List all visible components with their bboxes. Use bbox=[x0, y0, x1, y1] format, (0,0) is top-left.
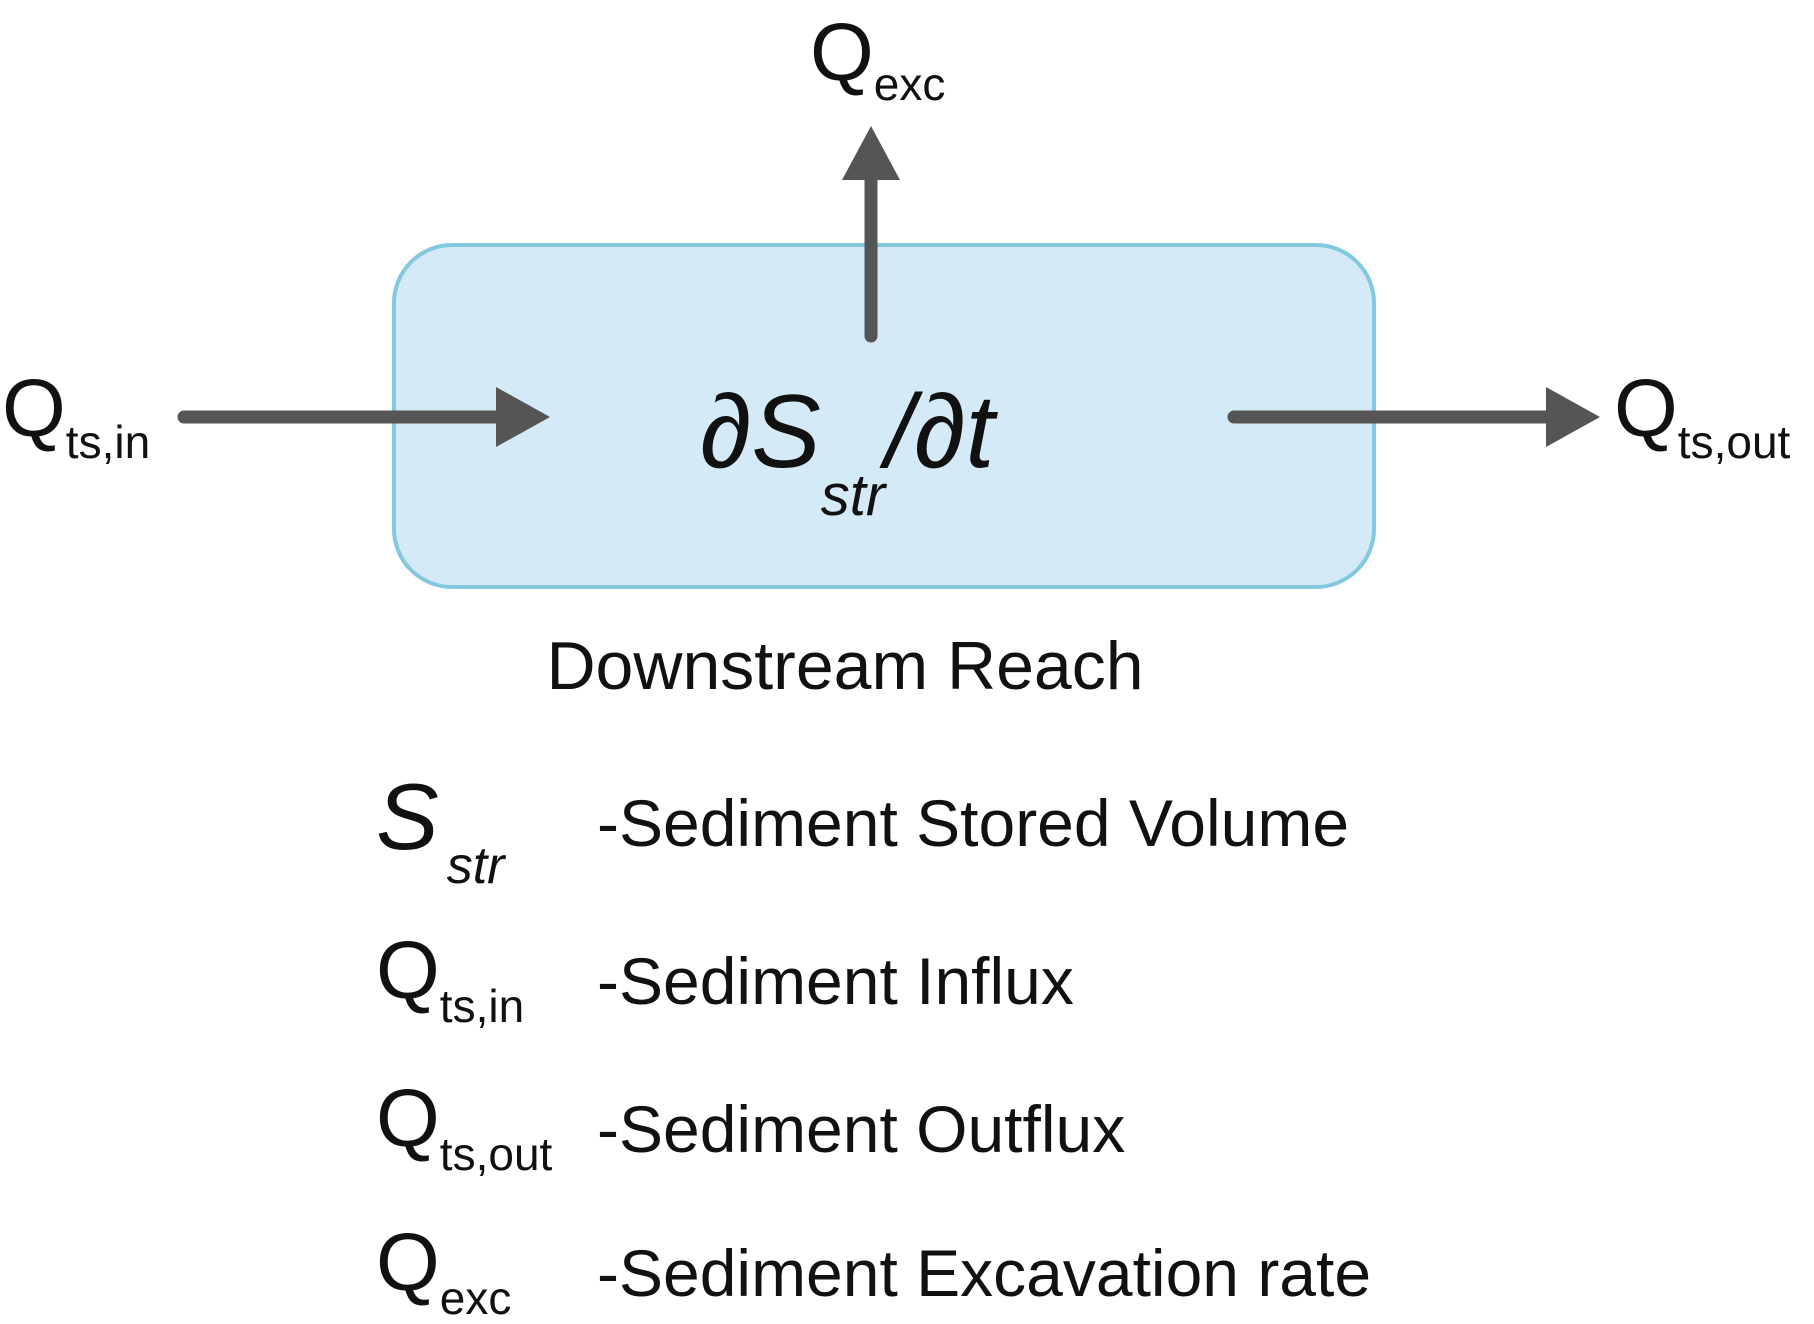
formula-subscript: str bbox=[820, 463, 886, 528]
inflow-arrowhead bbox=[496, 387, 550, 447]
legend-symbol-outflux: Qts,out bbox=[376, 1078, 552, 1178]
legend-symbol-excavation-main: Q bbox=[376, 1217, 440, 1308]
reach-caption: Downstream Reach bbox=[546, 628, 1144, 704]
legend-symbol-excavation-sub: exc bbox=[439, 1272, 512, 1324]
excavation-label: Qexc bbox=[810, 12, 945, 108]
legend-symbol-influx-main: Q bbox=[376, 925, 440, 1016]
outflow-subscript: ts,out bbox=[1677, 416, 1791, 468]
legend-symbol-storage-sub: str bbox=[446, 837, 505, 895]
legend-symbol-outflux-sub: ts,out bbox=[439, 1128, 553, 1180]
inflow-subscript: ts,in bbox=[65, 416, 151, 468]
inflow-symbol: Q bbox=[2, 363, 66, 454]
legend-symbol-influx-sub: ts,in bbox=[439, 980, 525, 1032]
outflow-symbol: Q bbox=[1614, 363, 1678, 454]
legend-desc-influx: -Sediment Influx bbox=[597, 944, 1074, 1018]
storage-change-formula: ∂Sstr/∂t bbox=[700, 380, 994, 525]
legend-symbol-influx: Qts,in bbox=[376, 930, 524, 1030]
outflow-arrowhead bbox=[1546, 387, 1600, 447]
formula-main: ∂S bbox=[700, 374, 821, 490]
formula-tail: /∂t bbox=[885, 374, 995, 490]
inflow-label: Qts,in bbox=[2, 368, 150, 466]
downstream-reach-box bbox=[392, 243, 1376, 589]
legend-symbol-outflux-main: Q bbox=[376, 1073, 440, 1164]
legend-symbol-excavation: Qexc bbox=[376, 1222, 511, 1322]
legend-symbol-storage-main: S bbox=[376, 764, 439, 869]
legend-desc-storage: -Sediment Stored Volume bbox=[597, 786, 1350, 860]
legend-desc-outflux: -Sediment Outflux bbox=[597, 1092, 1126, 1166]
outflow-label: Qts,out bbox=[1614, 368, 1790, 466]
excavation-arrowhead bbox=[842, 126, 900, 180]
legend-desc-excavation: -Sediment Excavation rate bbox=[597, 1236, 1372, 1310]
excavation-symbol: Q bbox=[810, 7, 874, 98]
excavation-subscript: exc bbox=[873, 58, 946, 110]
